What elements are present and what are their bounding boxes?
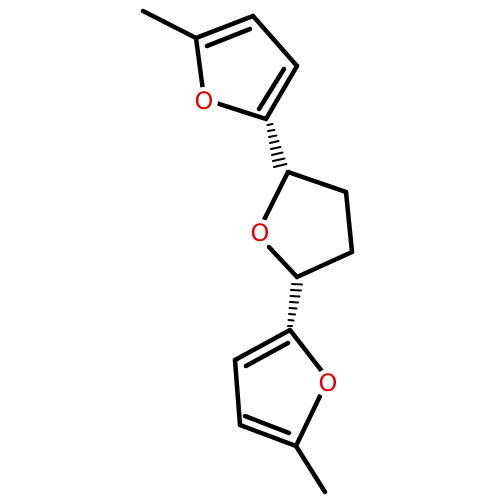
furan-bond-bottom-c2-o [287, 327, 327, 377]
top-methylfuran-ring [140, 8, 300, 122]
wedge-hash [268, 134, 278, 138]
wedge-hash [266, 123, 274, 126]
oxygen-label: O [251, 219, 270, 247]
furan-bond-top-c2-o [210, 99, 269, 122]
oxygen-atom-central-ring: O [246, 219, 274, 247]
wedge-hash [272, 157, 286, 162]
thf-bond-c5-o [266, 244, 300, 280]
wedge-hash [288, 313, 296, 316]
methyl-bond-top [140, 8, 199, 41]
furan-bond-bottom-c4-c3 [232, 357, 243, 428]
furan-bond-top-c3-c2 [263, 63, 300, 122]
oxygen-atom-top-furan: O [190, 87, 218, 115]
central-tetrahydrofuran-ring [261, 169, 355, 280]
furan-bond-bottom-c3-c2 [232, 327, 293, 363]
wedge-hash [289, 301, 299, 304]
bottom-methylfuran-ring [232, 327, 328, 495]
thf-bond-c3-c4 [343, 189, 355, 255]
methyl-bond-bottom [293, 443, 328, 495]
hashed-wedge-bond-top [266, 123, 288, 168]
wedge-hash [287, 319, 295, 322]
thf-bond-c2-c3 [285, 169, 349, 195]
wedge-hash [270, 146, 282, 150]
wedge-hash [289, 295, 301, 298]
wedge-hash [267, 129, 276, 132]
furan-bond-top-c5-c4 [193, 13, 256, 41]
thf-bond-c4-c5 [294, 249, 355, 280]
furan-double-bond-top-c5-c4-inner [204, 26, 253, 49]
oxygen-atom-bottom-furan: O [314, 369, 342, 397]
furan-bond-bottom-o-c5 [293, 393, 323, 449]
hashed-wedge-bond-bottom [287, 283, 303, 327]
furan-double-bond-bottom-c5-c4-inner [242, 413, 292, 436]
oxygen-label: O [319, 369, 338, 397]
oxygen-label: O [195, 87, 214, 115]
furan-bond-bottom-c5-c4 [237, 422, 299, 449]
wedge-hash [288, 307, 298, 310]
wedge-hash [291, 283, 303, 286]
furan-double-bond-top-c3-c2-inner [256, 66, 287, 112]
wedge-hash [290, 289, 302, 292]
thf-bond-o-c2 [261, 169, 291, 223]
wedge-hash [269, 140, 280, 144]
wedge-hash [273, 163, 288, 168]
furan-bond-top-c4-c3 [250, 13, 300, 69]
furan-double-bond-bottom-c3-c2-inner [243, 340, 291, 369]
wedge-hash [271, 151, 284, 156]
